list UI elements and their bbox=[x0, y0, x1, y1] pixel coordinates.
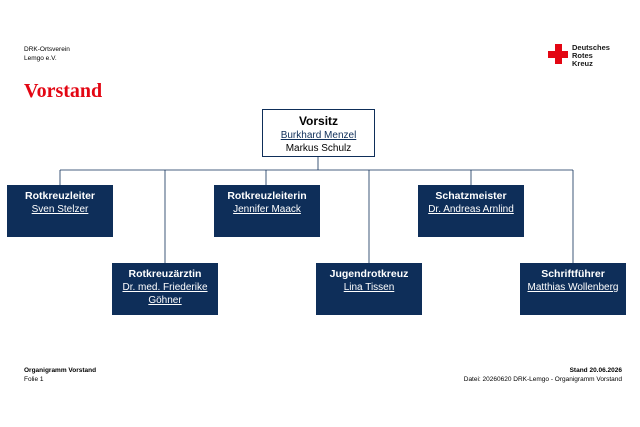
footer-slide-number: Folie 1 bbox=[24, 376, 44, 383]
org-box-role: Rotkreuzleiter bbox=[24, 190, 96, 202]
chair-name-1[interactable]: Burkhard Menzel bbox=[280, 130, 357, 141]
org-box-name[interactable]: Matthias Wollenberg bbox=[527, 282, 619, 293]
org-box-rotkreuzleiterin: Rotkreuzleiterin Jennifer Maack bbox=[214, 185, 320, 237]
footer-right: Stand 20.06.2026 Datei: 20260620 DRK-Lem… bbox=[464, 366, 622, 384]
org-box-name[interactable]: Lina Tissen bbox=[343, 282, 395, 293]
org-box-jugendrotkreuz: Jugendrotkreuz Lina Tissen bbox=[316, 263, 422, 315]
footer-left: Organigramm Vorstand Folie 1 bbox=[24, 366, 96, 384]
organization-line-1: DRK-Ortsverein bbox=[24, 46, 70, 53]
org-box-name[interactable]: Dr. med. Friederike Göhner bbox=[122, 282, 208, 306]
chair-box: Vorsitz Burkhard Menzel Markus Schulz bbox=[262, 109, 375, 157]
footer-filename: Datei: 20260620 DRK-Lemgo - Organigramm … bbox=[463, 376, 622, 383]
drk-logo: Deutsches Rotes Kreuz bbox=[546, 43, 626, 68]
chair-name-2: Markus Schulz bbox=[285, 143, 352, 154]
logo-text: Deutsches Rotes Kreuz bbox=[572, 43, 610, 68]
org-box-schatzmeister: Schatzmeister Dr. Andreas Arnlind bbox=[418, 185, 524, 237]
page-title: Vorstand bbox=[24, 80, 103, 102]
org-box-name[interactable]: Jennifer Maack bbox=[233, 204, 301, 215]
org-box-role: Rotkreuzleiterin bbox=[227, 190, 307, 202]
org-box-role: Jugendrotkreuz bbox=[329, 268, 409, 280]
organization-name: DRK-Ortsverein Lemgo e.V. bbox=[24, 45, 70, 63]
footer-date: Stand 20.06.2026 bbox=[569, 367, 622, 374]
org-box-role: Schatzmeister bbox=[435, 190, 507, 202]
org-box-name[interactable]: Dr. Andreas Arnlind bbox=[428, 204, 514, 215]
footer-title: Organigramm Vorstand bbox=[24, 367, 97, 374]
chair-role: Vorsitz bbox=[298, 114, 339, 128]
org-box-rotkreuzleiter: Rotkreuzleiter Sven Stelzer bbox=[7, 185, 113, 237]
org-box-role: Schriftführer bbox=[541, 268, 605, 280]
org-box-schriftfuehrer: Schriftführer Matthias Wollenberg bbox=[520, 263, 626, 315]
org-box-name[interactable]: Sven Stelzer bbox=[31, 204, 89, 215]
org-box-role: Rotkreuzärztin bbox=[128, 268, 202, 280]
org-box-rotkreuzaerztin: Rotkreuzärztin Dr. med. Friederike Göhne… bbox=[112, 263, 218, 315]
red-cross-icon bbox=[548, 44, 568, 64]
organization-line-2: Lemgo e.V. bbox=[24, 55, 57, 62]
